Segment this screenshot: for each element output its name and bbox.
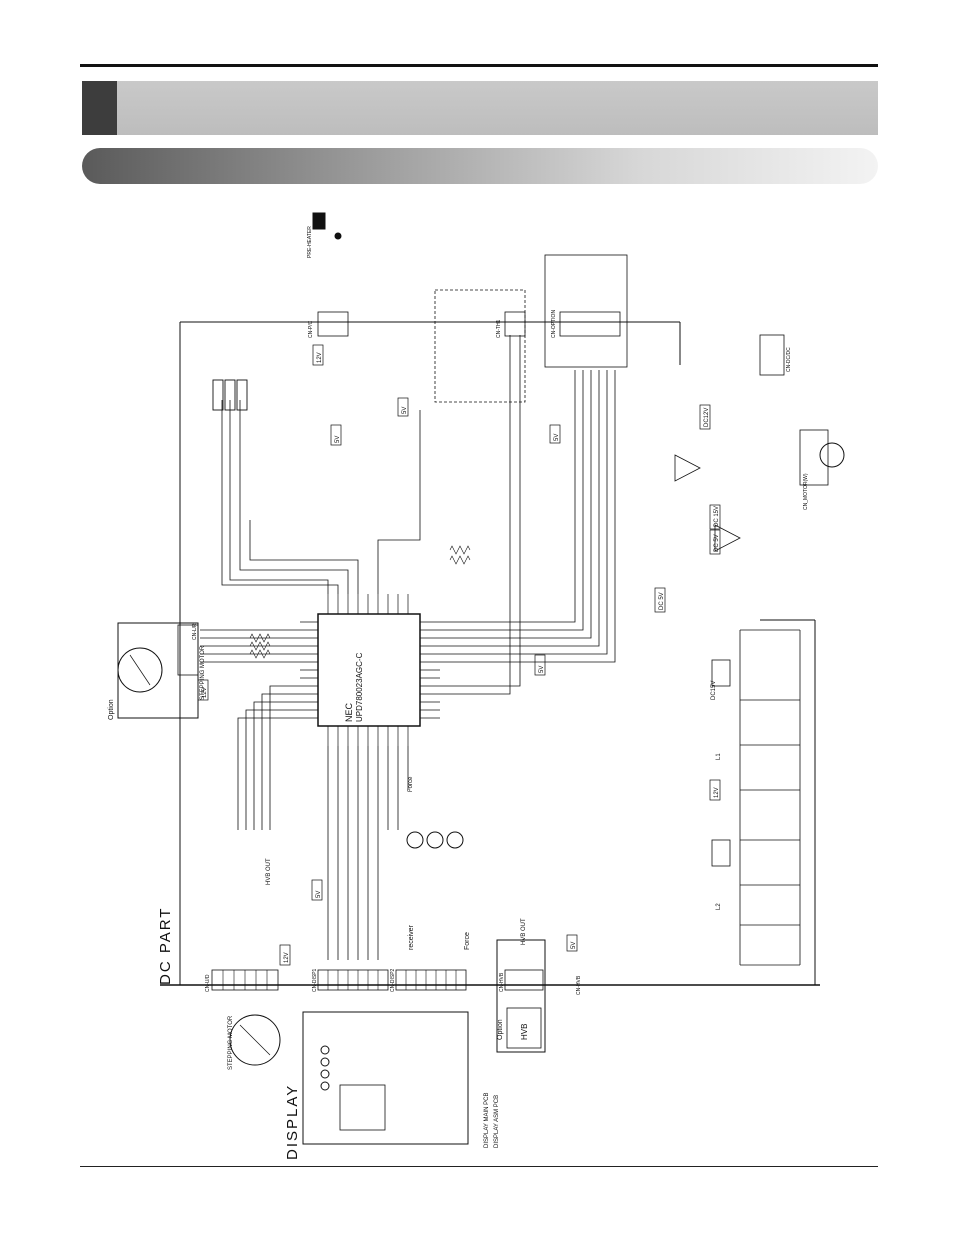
opamp-1 — [674, 454, 701, 482]
cn-disp2-connector — [395, 969, 467, 991]
mcu-maker-label: NEC — [344, 702, 354, 722]
rail-12v-4: 12V — [714, 787, 720, 798]
cn-ud-label: CN-U/D — [205, 974, 211, 992]
transistors — [406, 831, 464, 849]
display-leds — [320, 1045, 330, 1091]
cn-th1-label: CN-TH1 — [496, 319, 502, 338]
section-title-bar — [82, 148, 878, 184]
cn-th1-connector — [504, 311, 526, 337]
rail-5v-1: 5V — [335, 436, 341, 443]
rail-5v-2: 5V — [316, 891, 322, 898]
mcu-upper-bus — [221, 335, 616, 695]
rail-5v-5: 5V — [554, 434, 560, 441]
option-bottom-label: Option — [497, 1019, 504, 1040]
display-main-pcb-label: DISPLAY MAIN PCB — [484, 1093, 490, 1148]
hvb-out-left-label: HVB OUT — [266, 858, 272, 885]
power-supply-section — [711, 629, 801, 966]
stepping-motor-symbol — [117, 647, 163, 693]
display-asm-pcb-label: DISPLAY ASM PCB — [494, 1095, 500, 1148]
l2-label: L2 — [716, 903, 722, 910]
cn-option-label: CN-OPTION — [551, 310, 557, 338]
mcu-chip — [317, 613, 421, 727]
cn-lr-label: CN-L/R — [192, 623, 198, 640]
force2-label: Force — [408, 776, 414, 792]
stepping-motor-bottom-label: STEPPING MOTOR — [228, 1015, 234, 1070]
cn-hvb2-label: CN-HVB — [576, 975, 582, 995]
pre-heater-label: PRE-HEATER — [307, 226, 313, 258]
cn-disp1-label: CN-DISP1 — [312, 968, 318, 992]
dc-part-label: DC PART — [157, 907, 174, 985]
mcu-pins — [300, 594, 440, 746]
thermistor-dashed-box — [434, 289, 526, 403]
rail-5v-3: 5V — [539, 666, 545, 673]
hvb-label: HVB — [520, 1024, 529, 1040]
cn-hvb-label: CN-HVB — [499, 972, 505, 992]
cn-dcdc-connector — [759, 334, 785, 376]
display-module — [339, 1084, 386, 1131]
force-label: Force — [464, 932, 471, 950]
cn-lr-connector — [177, 624, 199, 676]
cn-pc-label: CN-P/C — [308, 320, 314, 338]
option-box — [544, 254, 628, 368]
display-section-label: DISPLAY — [284, 1084, 301, 1160]
cn-dcdc-label: CN-DC/DC — [786, 347, 792, 372]
mcu-left-bus — [200, 629, 300, 830]
rail-dc5v-2: DC 5V — [714, 534, 720, 552]
mcu-lower-bus — [327, 746, 409, 960]
display-box — [302, 1011, 469, 1145]
hvb-out-right-label: HVB OUT — [521, 918, 527, 945]
mcu-part-label: UPD780023AGC-C — [355, 652, 364, 722]
dc15v-label: DC15V — [711, 681, 717, 700]
cn-pc-connector — [317, 311, 349, 337]
rail-12v-2: 12V — [202, 687, 208, 698]
header-accent-block — [82, 81, 117, 135]
rail-5v-4: 5V — [402, 407, 408, 414]
top-rule — [80, 64, 878, 67]
receiver-label: receiver — [408, 924, 415, 950]
fan-motor-symbol — [819, 442, 845, 468]
stepping-motor-option-box — [117, 622, 199, 719]
opamp-2 — [714, 524, 741, 552]
stepping-motor-bottom-symbol — [229, 1014, 281, 1066]
bottom-rule — [80, 1166, 878, 1167]
rail-tags: 12V 5V 12V 5V 5V 12V DC 5V DC 5V DC 15V … — [197, 344, 721, 966]
cn-hvb-connector — [504, 969, 544, 991]
resistor-array — [249, 545, 471, 659]
rail-12v-top: 12V — [317, 352, 323, 363]
rail-12v-3: 12V — [284, 952, 290, 963]
rail-dc15v: DC 15V — [714, 506, 720, 527]
cn-disp2-label: CN-DISP2 — [390, 968, 396, 992]
rail-5v-6: 5V — [571, 942, 577, 949]
rail-dc5v-1: DC 5V — [659, 592, 665, 610]
hvb-module — [506, 1007, 542, 1049]
stepping-motor-top-label: STEPPING MOTOR — [200, 645, 206, 700]
l1-label: L1 — [716, 753, 722, 760]
output-tags — [212, 379, 248, 411]
page-header-bar — [82, 81, 878, 135]
cn-motor-label: CN_MOTOR(W) — [803, 473, 809, 510]
option-top-label: Option — [108, 699, 115, 720]
rail-dc12v: DC12V — [704, 408, 710, 427]
cn-option-connector — [559, 311, 621, 337]
connector-labels: CN-P/C CN-TH1 CN-OPTION CN-DC/DC CN-U/D … — [192, 310, 792, 995]
cn-motor-connector — [799, 429, 829, 486]
pre-heater-block — [312, 212, 326, 230]
hvb-option-box — [496, 939, 546, 1053]
cn-disp1-connector — [317, 969, 389, 991]
